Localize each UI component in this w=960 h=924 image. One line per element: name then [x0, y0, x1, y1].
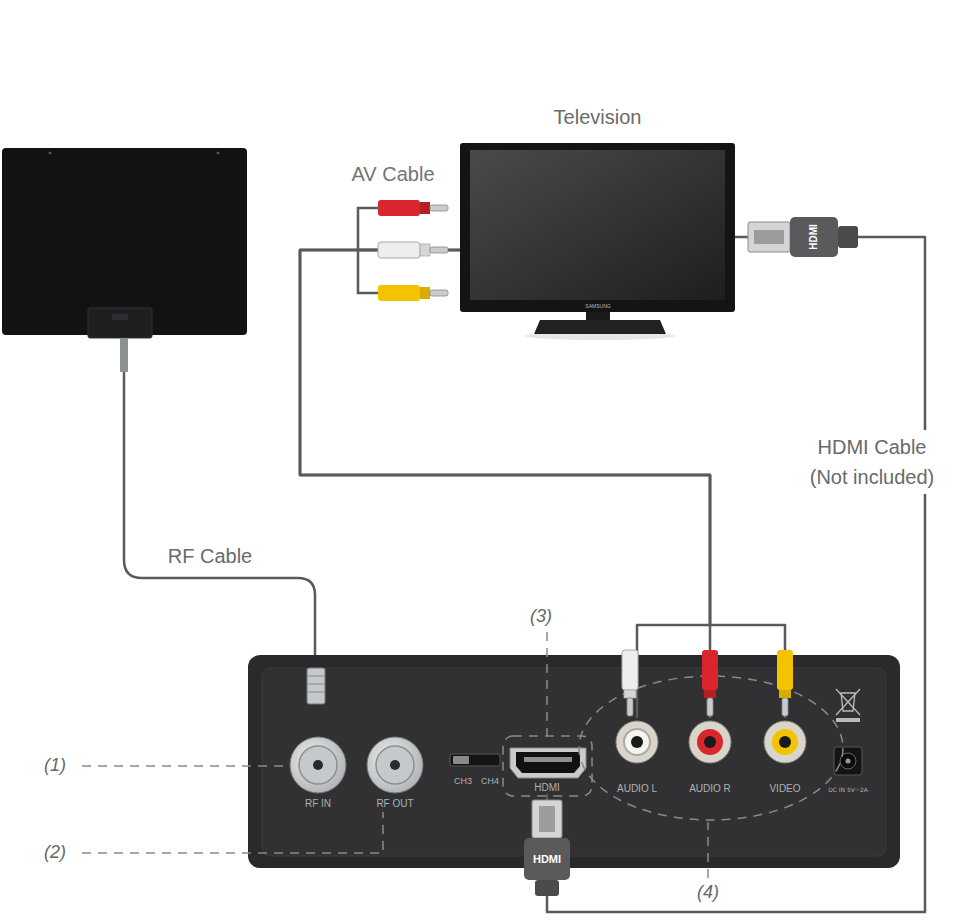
- port-label: AUDIO R: [689, 783, 731, 795]
- callout-number: (3): [530, 606, 552, 628]
- port-box: AUDIO R: [680, 718, 740, 795]
- cable-connector: [300, 250, 710, 718]
- port-label: HDMI: [534, 782, 560, 794]
- port-box: HDMI: [507, 742, 587, 794]
- cable-connector: [300, 250, 785, 718]
- port-box: RF IN: [283, 735, 353, 810]
- brand-mark: SAMSUNG: [585, 303, 610, 309]
- cable-connector: [300, 250, 710, 718]
- hdmi-plug-tv: [748, 217, 858, 257]
- port-box: VIDEO: [755, 718, 815, 795]
- rf-cable: [124, 372, 315, 668]
- callout-number: (2): [44, 842, 66, 864]
- hdmi-plug-box: [524, 800, 570, 896]
- rf-plug: [307, 668, 325, 704]
- cable-label: RF Cable: [168, 544, 252, 568]
- set-top-box: [248, 655, 900, 868]
- cable-connector: [547, 237, 925, 912]
- port-box: RF OUT: [360, 735, 430, 810]
- port-label: RF OUT: [376, 798, 413, 810]
- cable-label: HDMI Cable (Not included): [794, 430, 950, 494]
- power-rating: DC IN 5V⎓2A: [828, 786, 868, 793]
- device-heading: Television: [554, 105, 642, 129]
- callout-leaders: [82, 632, 843, 878]
- callout-number: (1): [44, 755, 66, 777]
- port-label: AUDIO L: [617, 783, 657, 795]
- switch-label: CH3: [454, 776, 472, 787]
- port-label: VIDEO: [769, 783, 800, 795]
- television: [460, 143, 735, 340]
- port-label: RF IN: [305, 798, 331, 810]
- port-box: AUDIO L: [607, 718, 667, 795]
- cable-label: AV Cable: [351, 162, 434, 186]
- television-box: Television: [460, 105, 735, 335]
- flat-antenna: [2, 148, 247, 372]
- av-plugs-box: [622, 650, 793, 716]
- switch-label: CH4: [481, 776, 499, 787]
- callout-number: (4): [697, 882, 719, 904]
- plug-marking: HDMI: [533, 853, 561, 866]
- av-plugs-tv: [358, 200, 448, 301]
- plug-marking: HDMI: [808, 224, 820, 250]
